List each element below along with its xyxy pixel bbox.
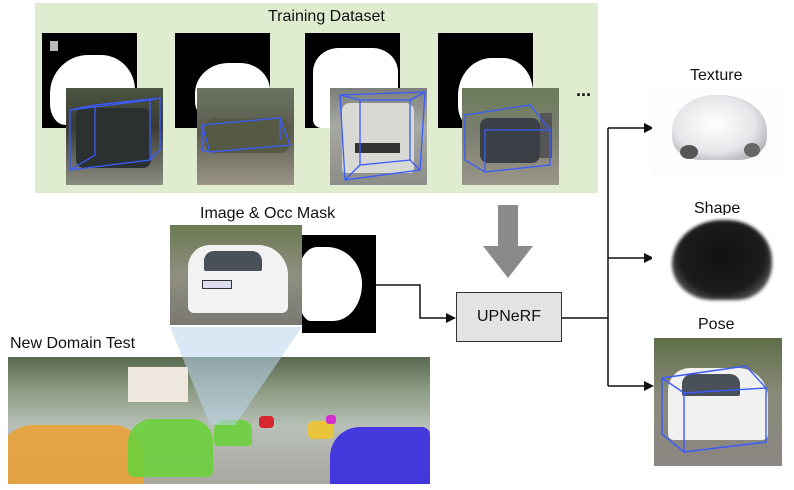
pose-title: Pose [698,316,735,333]
texture-render [652,85,782,175]
new-domain-test-title: New Domain Test [10,335,136,352]
training-dataset-title: Training Dataset [268,8,385,25]
pose-image [654,338,782,466]
upnerf-box: UPNeRF [456,292,562,342]
training-photo-3 [330,88,427,185]
occlusion-mask [302,235,376,333]
ellipsis-text: ... [576,80,592,100]
mask-to-upnerf-arrow [376,284,456,323]
training-bbox-group [69,91,551,181]
zoom-cone [170,327,302,425]
upnerf-label: UPNeRF [476,308,541,325]
pose-bbox [661,365,767,453]
shape-render [652,215,782,305]
shape-title: Shape [694,200,741,217]
training-photo-2 [197,88,294,185]
training-photo-4 [462,88,559,185]
input-image [170,225,302,325]
image-occ-mask-title: Image & Occ Mask [200,205,336,222]
down-arrow-icon [483,205,533,278]
texture-title: Texture [690,67,743,84]
training-photo-1 [66,88,163,185]
